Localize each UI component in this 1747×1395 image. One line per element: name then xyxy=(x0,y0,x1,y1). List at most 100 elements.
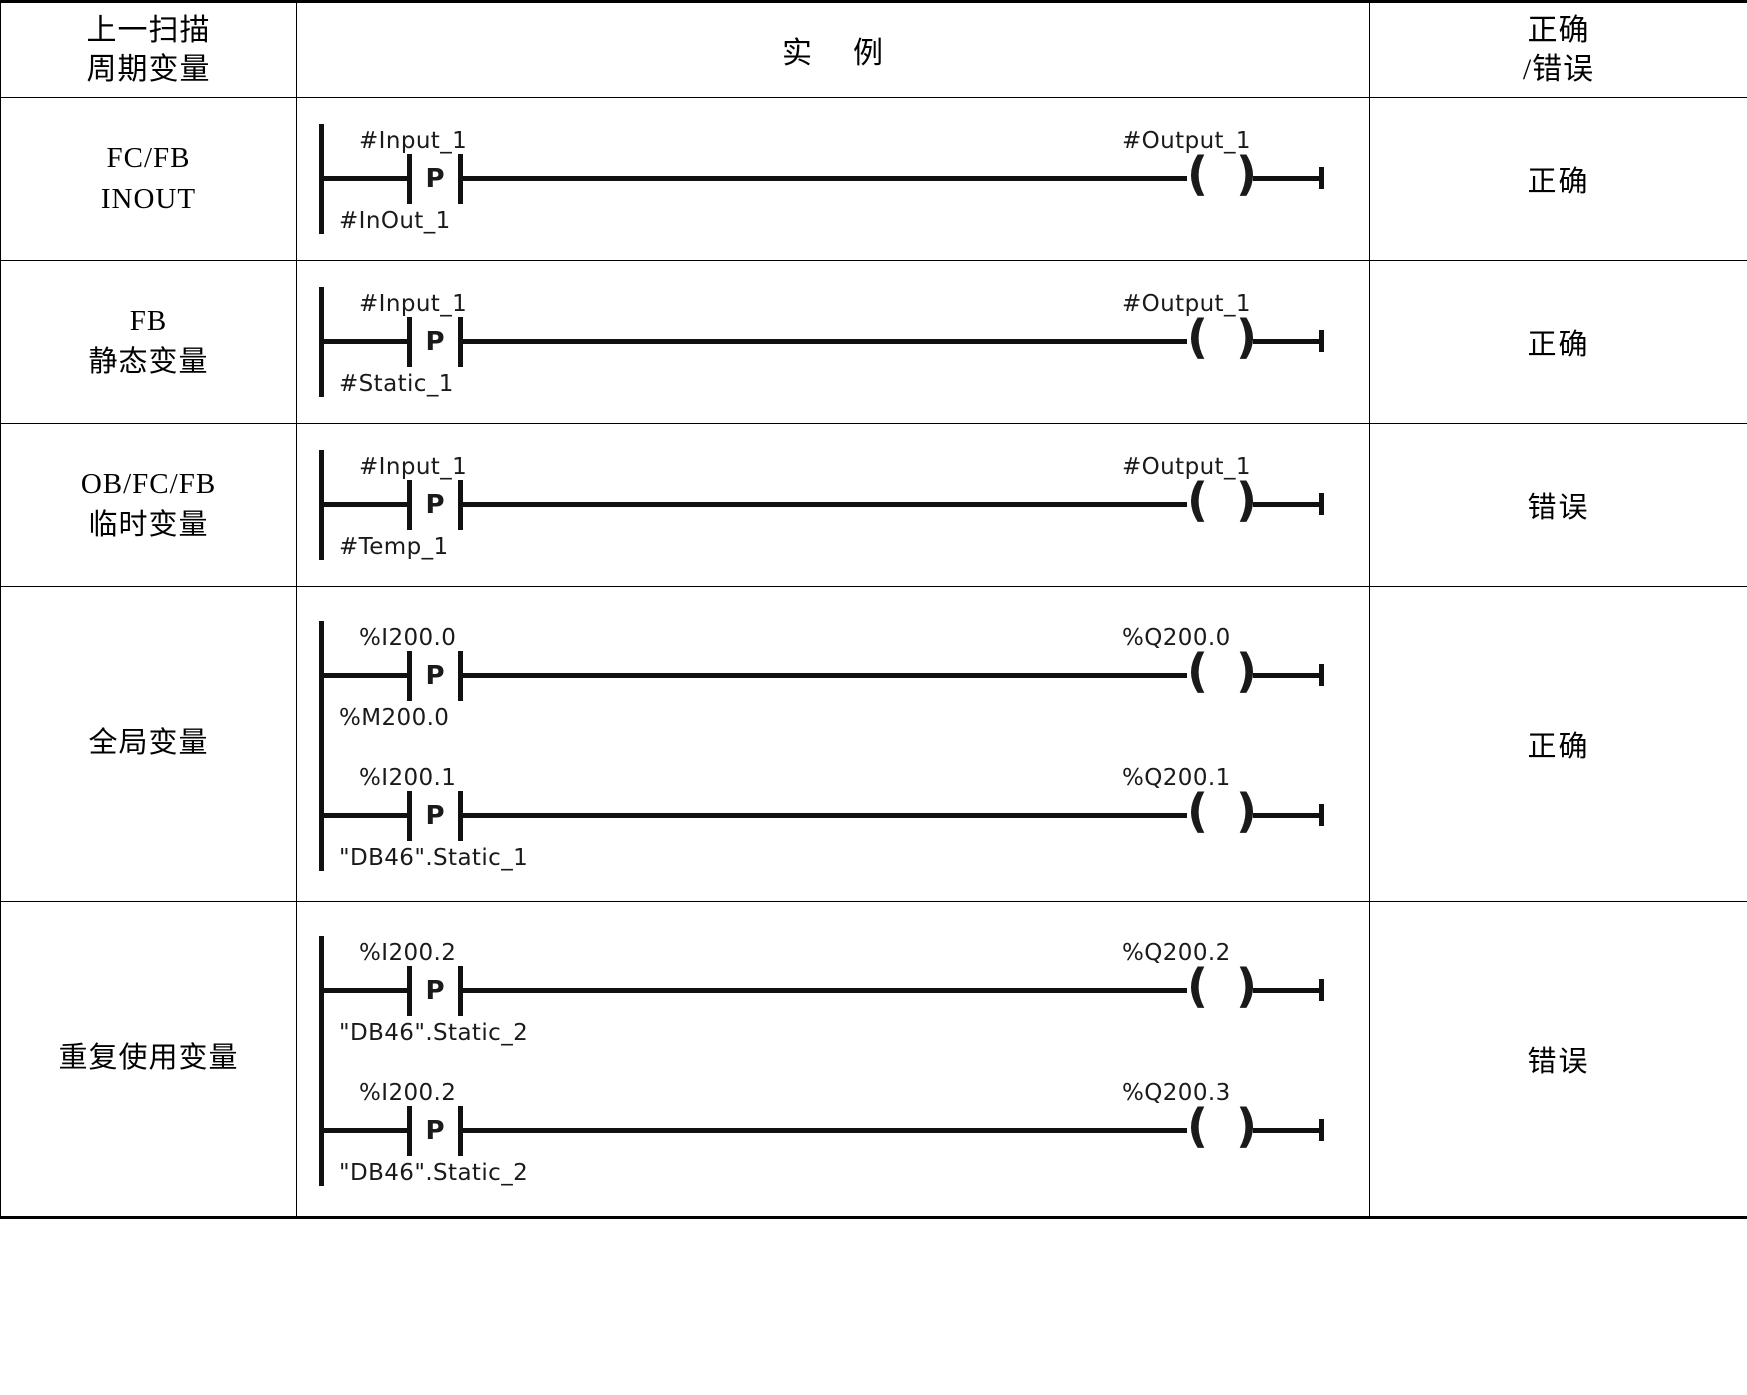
coil-paren-right: ) xyxy=(1235,310,1257,364)
coil-paren-left: ( xyxy=(1187,1099,1209,1153)
rail-end-tick xyxy=(1319,167,1324,189)
ladder-network: P()#Input_1#Static_1#Output_1 xyxy=(297,287,1369,397)
row-category-line2: 临时变量 xyxy=(88,509,209,541)
wire-segment-middle xyxy=(463,502,1187,507)
verdict-text: 正确 xyxy=(1527,329,1590,361)
row-verdict-cell: 正确 xyxy=(1369,586,1747,902)
wire-segment-middle xyxy=(463,176,1187,181)
contact-label-p: P xyxy=(425,164,445,194)
rail-end-tick xyxy=(1319,330,1324,352)
header-verdict-line2: /错误 xyxy=(1522,53,1595,86)
wire-segment-middle xyxy=(463,813,1187,818)
header-category-line1: 上一扫描 xyxy=(86,14,211,47)
row-category-cell: OB/FC/FB 临时变量 xyxy=(0,423,297,587)
output-coil: () xyxy=(1187,959,1257,1018)
power-rail xyxy=(319,1046,324,1076)
rail-end-tick xyxy=(1319,979,1324,1001)
verdict-text: 错误 xyxy=(1527,1046,1590,1078)
row-verdict-cell: 错误 xyxy=(1369,423,1747,587)
ladder-network: P()#Input_1#Temp_1#Output_1 xyxy=(297,450,1369,560)
contact-label-p: P xyxy=(425,490,445,520)
row-verdict-cell: 正确 xyxy=(1369,97,1747,261)
header-cell-example: 实例 xyxy=(296,1,1370,98)
verdict-text: 正确 xyxy=(1527,731,1590,763)
contact-bar-left xyxy=(407,1106,412,1156)
row-category-line1: 全局变量 xyxy=(88,727,209,760)
contact-bar-right xyxy=(458,317,463,367)
output-operand: #Output_1 xyxy=(1122,128,1251,154)
contact-label-p: P xyxy=(425,327,445,357)
coil-paren-left: ( xyxy=(1187,959,1209,1013)
row-verdict-cell: 错误 xyxy=(1369,901,1747,1218)
input-operand-bottom: #Temp_1 xyxy=(339,534,449,560)
contact-bar-left xyxy=(407,317,412,367)
wire-segment-right xyxy=(1253,988,1319,993)
coil-paren-left: ( xyxy=(1187,473,1209,527)
table-header-row: 上一扫描 周期变量 实例 正确 /错误 xyxy=(0,1,1747,98)
positive-edge-contact: P xyxy=(407,966,463,1016)
output-coil: () xyxy=(1187,473,1257,532)
row-example-cell: P()#Input_1#InOut_1#Output_1 xyxy=(296,97,1370,261)
input-operand-bottom: "DB46".Static_2 xyxy=(339,1160,529,1186)
wire-segment-left xyxy=(319,1128,407,1133)
row-category-line2: 静态变量 xyxy=(88,346,209,378)
input-operand-top: %I200.2 xyxy=(359,940,457,966)
rail-end-tick xyxy=(1319,1119,1324,1141)
wire-segment-right xyxy=(1253,339,1319,344)
row-category-line2: INOUT xyxy=(100,183,197,215)
positive-edge-contact: P xyxy=(407,317,463,367)
contact-bar-right xyxy=(458,154,463,204)
contact-bar-right xyxy=(458,651,463,701)
wire-segment-right xyxy=(1253,813,1319,818)
ladder-diagram: P()#Input_1#Static_1#Output_1 xyxy=(297,261,1369,423)
contact-label-p: P xyxy=(425,801,445,831)
output-coil: () xyxy=(1187,644,1257,703)
row-category-cell: FB 静态变量 xyxy=(0,260,297,424)
header-cell-verdict: 正确 /错误 xyxy=(1369,1,1747,98)
row-verdict-cell: 正确 xyxy=(1369,260,1747,424)
verdict-text: 错误 xyxy=(1527,492,1590,524)
coil-paren-left: ( xyxy=(1187,644,1209,698)
row-category-line1: FB xyxy=(129,304,168,337)
ladder-rung: P()%I200.1"DB46".Static_1%Q200.1 xyxy=(297,761,1369,871)
header-example-part2: 例 xyxy=(853,37,884,70)
output-operand: #Output_1 xyxy=(1122,291,1251,317)
output-coil: () xyxy=(1187,1099,1257,1158)
header-category-line2: 周期变量 xyxy=(86,53,211,86)
rail-end-tick xyxy=(1319,493,1324,515)
contact-label-p: P xyxy=(425,1116,445,1146)
rung-spacer xyxy=(297,731,1369,761)
input-operand-top: %I200.0 xyxy=(359,625,457,651)
contact-bar-left xyxy=(407,154,412,204)
row-category-line1: FC/FB xyxy=(106,141,191,174)
row-category-line1: OB/FC/FB xyxy=(80,467,217,500)
row-example-cell: P()#Input_1#Static_1#Output_1 xyxy=(296,260,1370,424)
wire-segment-left xyxy=(319,502,407,507)
positive-edge-contact: P xyxy=(407,154,463,204)
header-cell-category: 上一扫描 周期变量 xyxy=(0,1,297,98)
wire-segment-left xyxy=(319,813,407,818)
input-operand-bottom: "DB46".Static_1 xyxy=(339,845,529,871)
input-operand-top: #Input_1 xyxy=(359,128,468,154)
output-operand: %Q200.2 xyxy=(1122,940,1231,966)
input-operand-bottom: %M200.0 xyxy=(339,705,450,731)
ladder-diagram: P()#Input_1#Temp_1#Output_1 xyxy=(297,424,1369,586)
row-category-line1: 重复使用变量 xyxy=(58,1042,239,1075)
output-operand: %Q200.3 xyxy=(1122,1080,1231,1106)
wire-segment-middle xyxy=(463,339,1187,344)
positive-edge-contact: P xyxy=(407,1106,463,1156)
ladder-rung: P()#Input_1#Static_1#Output_1 xyxy=(297,287,1369,397)
header-example-part1: 实 xyxy=(782,37,813,70)
coil-paren-right: ) xyxy=(1235,147,1257,201)
input-operand-top: #Input_1 xyxy=(359,291,468,317)
rail-end-tick xyxy=(1319,664,1324,686)
wire-segment-middle xyxy=(463,673,1187,678)
positive-edge-contact: P xyxy=(407,480,463,530)
